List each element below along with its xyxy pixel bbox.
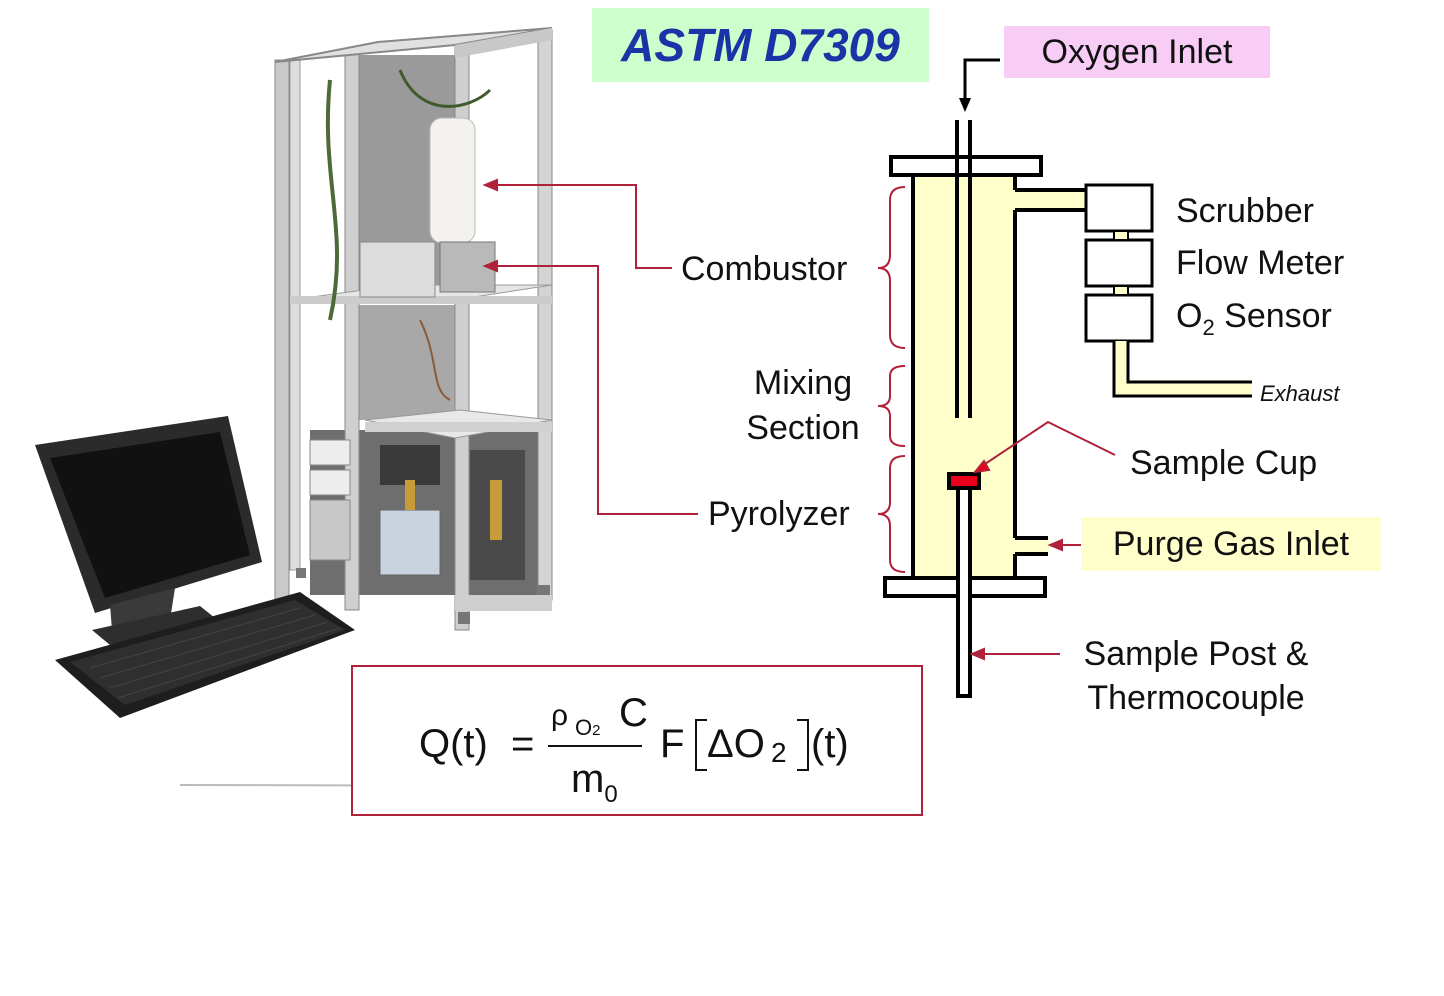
- right-bracket: [797, 719, 809, 771]
- title-banner: ASTM D7309: [592, 8, 929, 82]
- purge-gas-inlet-label: Purge Gas Inlet: [1112, 524, 1350, 563]
- o2-sensor-subscript: 2: [1202, 315, 1215, 340]
- combustor-pointer: [495, 184, 672, 269]
- rho-subscript-2: 2: [592, 722, 601, 739]
- equation-factor: F: [660, 722, 685, 766]
- denominator-m: m: [571, 757, 605, 801]
- oxygen-inlet-label-box: Oxygen Inlet: [1004, 26, 1270, 78]
- equation-denominator: m0: [571, 757, 618, 807]
- oxygen-inlet-arrow: [959, 58, 1000, 112]
- equation-c: C: [619, 691, 648, 735]
- o2-sensor-label: O2 Sensor: [1176, 299, 1332, 339]
- denominator-subscript: 0: [604, 781, 618, 808]
- combustor-brace: [877, 186, 906, 349]
- mixing-brace: [877, 365, 906, 447]
- equation-box: Q(t) = ρ O2 C m0 F ΔO 2 (t): [351, 665, 923, 816]
- equation-rho-subscript: O2: [575, 717, 600, 739]
- mixing-section-label-line2: Section: [746, 409, 860, 447]
- pointer-lines: [482, 178, 1116, 661]
- sample-cup-pointer: [981, 420, 1116, 467]
- sample-cup-label: Sample Cup: [1130, 444, 1318, 482]
- fraction-bar: [548, 745, 642, 747]
- mixing-section-label-line1: Mixing: [753, 364, 853, 402]
- equation-tail: (t): [811, 722, 849, 766]
- o2-sensor-prefix: O: [1176, 297, 1203, 335]
- sample-post-label-line1: Sample Post &: [1083, 635, 1309, 673]
- oxygen-inlet-label: Oxygen Inlet: [1041, 32, 1233, 71]
- pyrolyzer-label: Pyrolyzer: [708, 495, 850, 533]
- equation-delta-o: ΔO: [707, 722, 765, 766]
- equation-lhs: Q(t): [419, 722, 488, 766]
- equation-rho: ρ: [551, 699, 569, 732]
- combustion-chamber: [883, 120, 1087, 698]
- pyrolyzer-brace: [877, 455, 906, 573]
- gas-train: [1084, 183, 1252, 398]
- rho-subscript-o: O: [575, 715, 593, 740]
- purge-gas-inlet-box: Purge Gas Inlet: [1081, 517, 1381, 571]
- flow-meter-label: Flow Meter: [1176, 244, 1345, 282]
- left-bracket: [695, 719, 707, 771]
- instrument-illustration: [35, 27, 601, 787]
- scrubber-label: Scrubber: [1176, 192, 1314, 230]
- pyrolyzer-pointer: [495, 265, 698, 515]
- exhaust-label: Exhaust: [1260, 381, 1340, 406]
- page-title: ASTM D7309: [621, 19, 900, 71]
- o2-sensor-suffix: Sensor: [1214, 297, 1332, 335]
- equation-equals: =: [511, 722, 535, 766]
- section-braces: [877, 186, 906, 573]
- sample-post-label-line2: Thermocouple: [1087, 679, 1305, 717]
- equation-delta-subscript: 2: [771, 737, 787, 768]
- combustor-label: Combustor: [681, 250, 848, 288]
